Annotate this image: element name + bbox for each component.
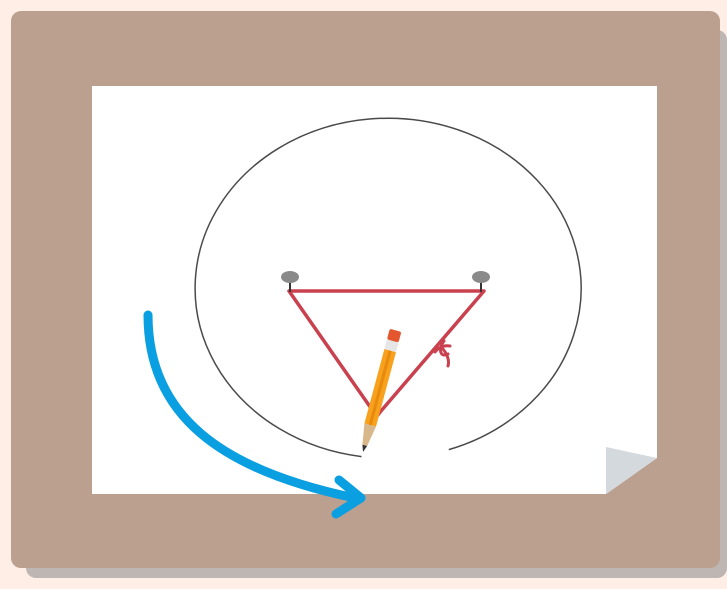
curved-arrow-icon xyxy=(148,315,361,514)
pencil-wood xyxy=(359,423,376,446)
pushpin-icon xyxy=(472,271,490,292)
pencil-lead xyxy=(361,445,368,453)
pushpin-icon xyxy=(281,271,299,292)
pencil-icon xyxy=(357,329,401,454)
page-curl xyxy=(606,447,657,494)
ellipse-curve xyxy=(195,118,581,456)
